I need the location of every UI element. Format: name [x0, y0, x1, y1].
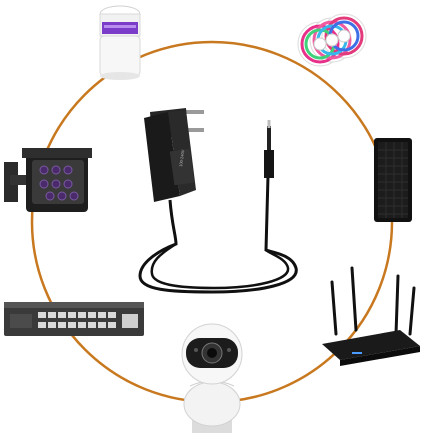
security-camera-icon: [181, 323, 243, 433]
infrared-illuminator-icon: [4, 148, 92, 212]
wifi-router-icon: [322, 266, 420, 366]
external-hard-drive-icon: [374, 138, 412, 222]
led-strip-icon: [297, 13, 367, 67]
mosquito-lamp-icon: [96, 0, 141, 80]
network-switch-icon: [4, 302, 144, 336]
power-adapter-icon: [138, 108, 298, 294]
adapter-voltage-label: 100-240V: [178, 149, 185, 167]
